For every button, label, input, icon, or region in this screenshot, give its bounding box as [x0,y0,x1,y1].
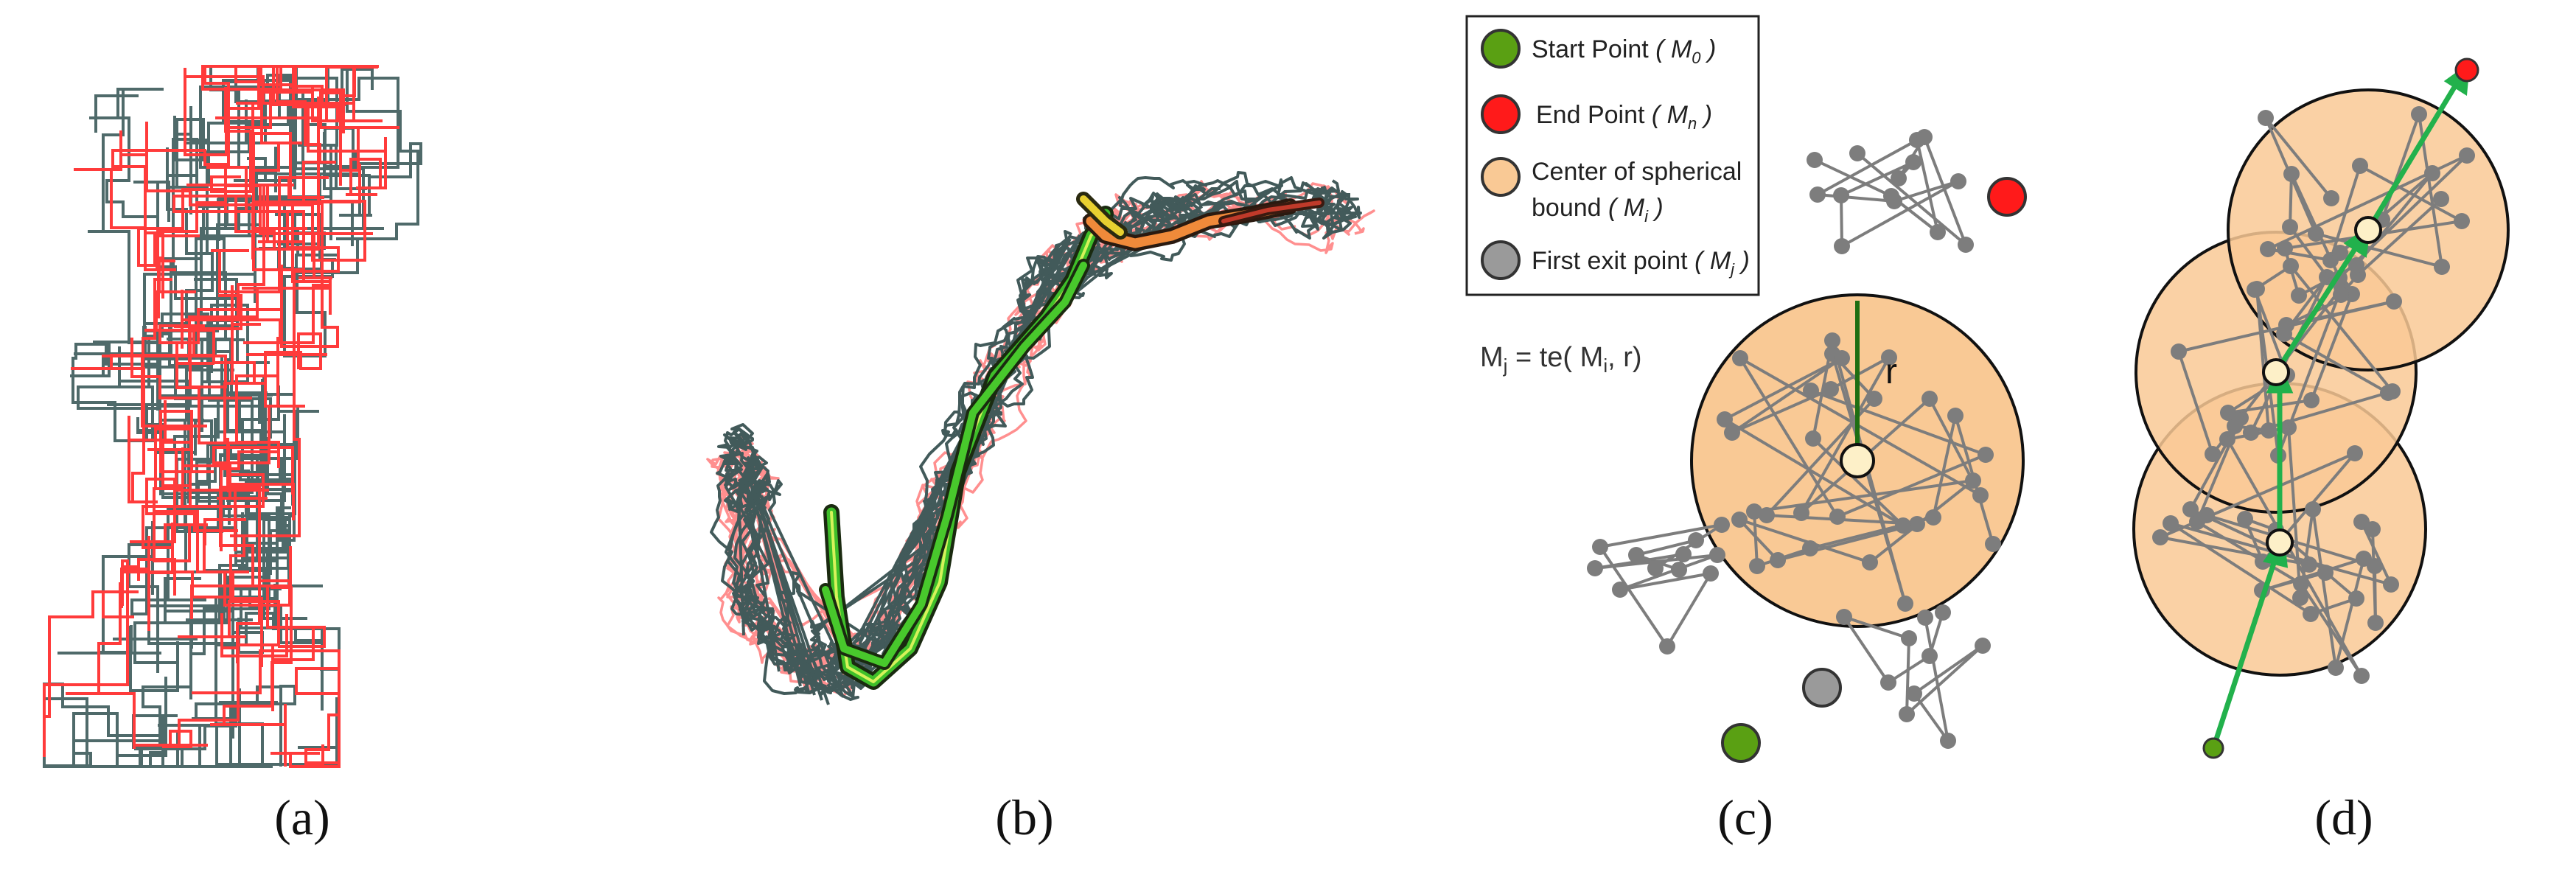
center-node-3 [2354,216,2382,244]
exit-equation: Mj = te( Mi, r) [1480,342,1642,377]
end-point-node [1987,177,2027,217]
legend-exit-label: First exit point ( Mj ) [1532,247,1750,279]
panel-a-lattice-walks [43,65,422,768]
legend-start-label: Start Point ( M0 ) [1532,35,1716,67]
legend-center-label-line1: Center of spherical [1532,158,1742,186]
continuous-walk-gray [710,171,1362,705]
random-walk-graph-c [1587,129,2001,749]
panel-b-continuous-walks [706,171,1375,705]
legend-start-swatch [1481,29,1521,69]
legend-box [1465,15,1760,296]
legend-exit-swatch [1481,240,1521,280]
center-node-1 [2266,528,2294,556]
legend-end-label: End Point ( Mn ) [1536,101,1712,133]
caption-d: (d) [2314,789,2373,845]
caption-c: (c) [1717,789,1773,845]
radius-label: r [1885,352,1897,391]
legend-center-label-line2: bound ( Mi ) [1532,194,1664,226]
legend: Start Point ( M0 ) End Point ( Mn ) Cent… [1465,15,1760,296]
caption-a: (a) [274,789,329,845]
caption-b: (b) [995,789,1053,845]
lattice-walk-gray [43,65,422,768]
legend-center-swatch [1481,157,1521,197]
end-point-node-d [2454,57,2479,83]
legend-end-swatch [1481,94,1521,134]
panel-c-walk-on-spheres: r Mj = te( Mi, r) Start Point ( M0 ) End… [1465,15,2027,763]
panel-d-sphere-chain [2132,57,2510,759]
mean-path-tube [819,192,1324,690]
first-exit-node [1802,668,1842,708]
start-point-node [1721,723,1761,763]
sphere-center-node [1840,443,1875,478]
lattice-walk-red [43,65,399,768]
start-point-node-d [2202,737,2224,759]
center-node-2 [2262,358,2290,386]
sphere-chain-arrows [2210,62,2471,750]
